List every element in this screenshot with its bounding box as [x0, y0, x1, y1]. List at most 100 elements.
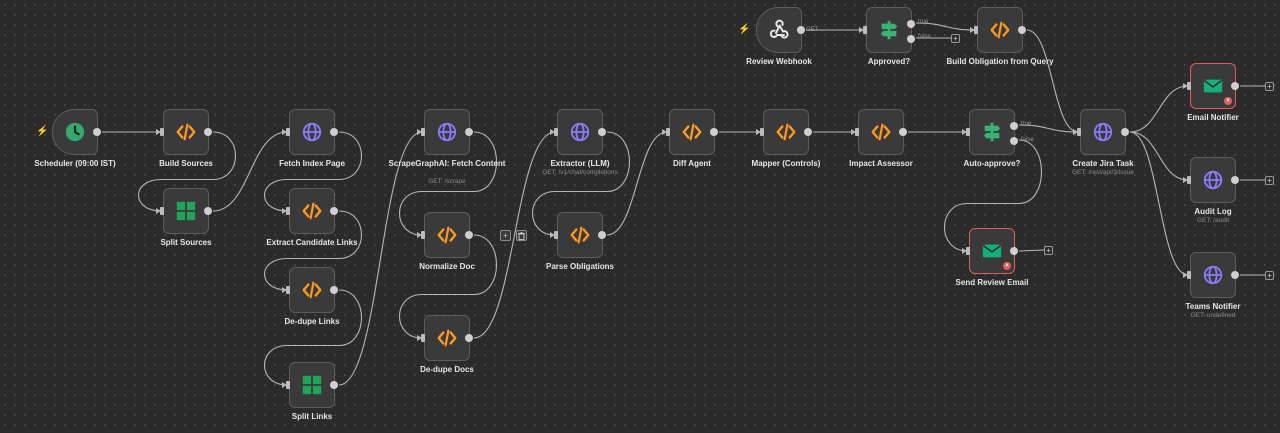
add-next-node-button[interactable]: +: [1265, 176, 1274, 185]
output-port[interactable]: [804, 128, 812, 136]
node-label: Email Notifier: [1187, 113, 1239, 122]
output-port-false[interactable]: [1010, 137, 1018, 145]
output-port[interactable]: [204, 207, 212, 215]
node-scheduler[interactable]: [52, 109, 101, 155]
add-false-branch-button[interactable]: +: [951, 34, 960, 43]
node-subtitle: GET: /scrape: [428, 178, 466, 185]
node-build-obl-query[interactable]: [974, 7, 1026, 53]
output-port[interactable]: [330, 207, 338, 215]
output-port[interactable]: [1121, 128, 1129, 136]
node-split-links[interactable]: [286, 362, 338, 408]
code-icon: [775, 121, 797, 143]
input-port[interactable]: [855, 128, 859, 136]
output-port-true[interactable]: [1010, 122, 1018, 130]
input-port[interactable]: [286, 207, 290, 215]
input-port[interactable]: [666, 128, 670, 136]
input-port[interactable]: [1187, 82, 1191, 90]
output-port[interactable]: [598, 231, 606, 239]
input-port[interactable]: [1187, 176, 1191, 184]
input-port[interactable]: [286, 128, 290, 136]
output-port[interactable]: [330, 381, 338, 389]
input-port[interactable]: [286, 286, 290, 294]
signpost-icon: [878, 19, 900, 41]
input-port[interactable]: [160, 207, 164, 215]
add-next-node-button[interactable]: +: [1044, 246, 1053, 255]
node-mapper[interactable]: [760, 109, 812, 155]
input-port[interactable]: [863, 26, 867, 34]
node-parse-obl[interactable]: [554, 212, 606, 258]
node-label: Send Review Email: [955, 278, 1029, 287]
output-port[interactable]: [710, 128, 718, 136]
input-port[interactable]: [421, 231, 425, 239]
node-label: Mapper (Controls): [751, 159, 821, 168]
code-icon: [989, 19, 1011, 41]
input-port[interactable]: [974, 26, 978, 34]
node-extract-links[interactable]: [286, 188, 338, 234]
output-port[interactable]: [204, 128, 212, 136]
input-port[interactable]: [286, 381, 290, 389]
input-port[interactable]: [554, 128, 558, 136]
webhook-icon: [767, 18, 791, 42]
node-jira[interactable]: [1077, 109, 1129, 155]
output-port[interactable]: [899, 128, 907, 136]
node-dedupe-links[interactable]: [286, 267, 338, 313]
node-audit-log[interactable]: [1187, 157, 1239, 203]
node-label: Approved?: [867, 57, 911, 66]
output-port[interactable]: [797, 26, 805, 34]
node-scrape[interactable]: [421, 109, 473, 155]
node-teams[interactable]: [1187, 252, 1239, 298]
output-port[interactable]: [465, 334, 473, 342]
node-normalize[interactable]: [421, 212, 473, 258]
input-port[interactable]: [966, 247, 970, 255]
node-subtitle: GET: /audit: [1196, 217, 1230, 224]
node-email-notifier[interactable]: ×: [1187, 63, 1239, 109]
code-icon: [301, 200, 323, 222]
output-port[interactable]: [1018, 26, 1026, 34]
output-port[interactable]: [1010, 247, 1018, 255]
output-port-true[interactable]: [907, 20, 915, 28]
node-approved[interactable]: [863, 7, 915, 53]
signpost-icon: [981, 121, 1003, 143]
code-icon: [569, 224, 591, 246]
output-port[interactable]: [465, 128, 473, 136]
node-split-sources[interactable]: [160, 188, 212, 234]
input-port[interactable]: [966, 128, 970, 136]
output-port[interactable]: [1231, 271, 1239, 279]
output-port[interactable]: [1231, 176, 1239, 184]
delete-connection-button[interactable]: [516, 230, 527, 241]
node-fetch-index[interactable]: [286, 109, 338, 155]
node-label: Parse Obligations: [545, 262, 615, 271]
node-auto-approve[interactable]: [966, 109, 1018, 155]
output-port[interactable]: [93, 128, 101, 136]
output-port[interactable]: [1231, 82, 1239, 90]
node-send-review[interactable]: ×: [966, 228, 1018, 274]
node-impact[interactable]: [855, 109, 907, 155]
webhook-method-label: GET: [806, 27, 819, 33]
node-extractor[interactable]: [554, 109, 606, 155]
output-port[interactable]: [330, 128, 338, 136]
approved-true-label: true: [918, 19, 929, 25]
add-node-button[interactable]: +: [500, 230, 511, 241]
output-port-false[interactable]: [907, 35, 915, 43]
node-label: Extract Candidate Links: [266, 238, 358, 247]
node-build-sources[interactable]: [160, 109, 212, 155]
input-port[interactable]: [421, 128, 425, 136]
node-label: Split Links: [291, 412, 333, 421]
input-port[interactable]: [554, 231, 558, 239]
input-port[interactable]: [1077, 128, 1081, 136]
add-next-node-button[interactable]: +: [1265, 271, 1274, 280]
output-port[interactable]: [598, 128, 606, 136]
input-port[interactable]: [760, 128, 764, 136]
output-port[interactable]: [330, 286, 338, 294]
node-dedupe-docs[interactable]: [421, 315, 473, 361]
node-review-webhook[interactable]: [756, 7, 805, 53]
output-port[interactable]: [465, 231, 473, 239]
auto-approve-false-label: false: [1021, 137, 1034, 143]
node-diff-agent[interactable]: [666, 109, 718, 155]
add-next-node-button[interactable]: +: [1265, 82, 1274, 91]
code-icon: [681, 121, 703, 143]
input-port[interactable]: [1187, 271, 1191, 279]
input-port[interactable]: [160, 128, 164, 136]
globe-icon: [1202, 169, 1224, 191]
input-port[interactable]: [421, 334, 425, 342]
